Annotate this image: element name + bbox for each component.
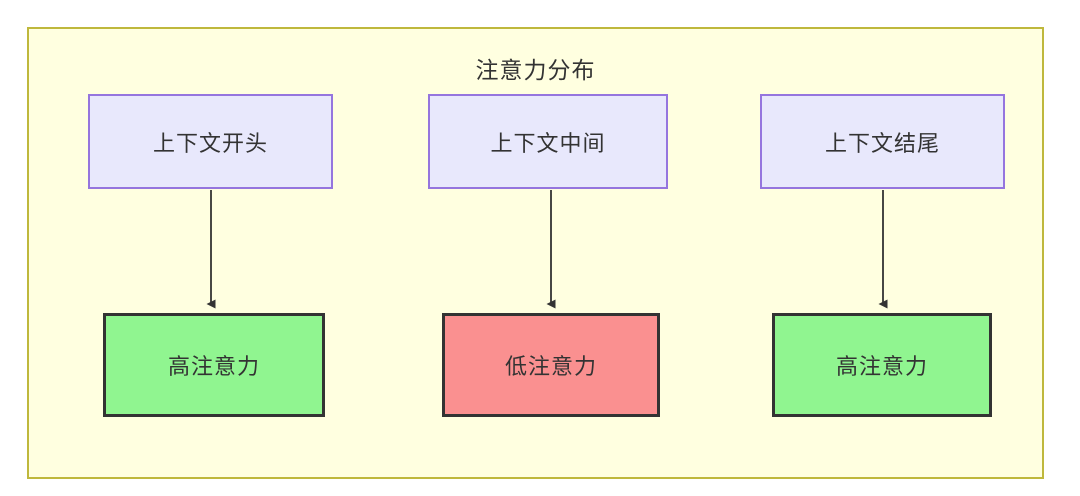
node-label: 上下文中间 [490,130,606,156]
node-context-end[interactable]: 上下文结尾 [760,94,1005,189]
diagram-title: 注意力分布 [475,57,596,83]
node-context-start[interactable]: 上下文开头 [88,94,333,189]
node-label: 高注意力 [167,354,260,379]
node-attention-middle[interactable]: 低注意力 [442,313,660,417]
node-label: 上下文结尾 [824,130,940,156]
node-attention-start[interactable]: 高注意力 [103,313,325,417]
node-attention-end[interactable]: 高注意力 [772,313,992,417]
node-label: 低注意力 [504,354,597,379]
node-label: 上下文开头 [152,130,268,156]
node-context-middle[interactable]: 上下文中间 [428,94,668,189]
node-label: 高注意力 [835,354,928,379]
